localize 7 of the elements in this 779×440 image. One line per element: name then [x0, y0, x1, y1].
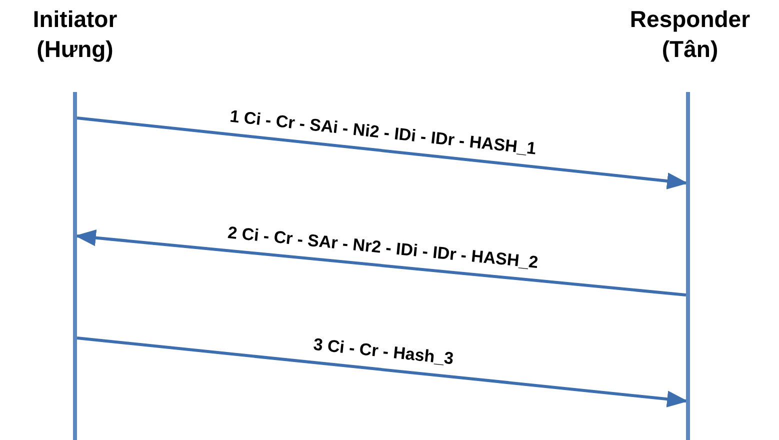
participant-heading: Initiator (Hưng)	[0, 4, 150, 66]
lifeline	[73, 92, 77, 440]
arrow	[74, 229, 686, 296]
participant-heading: Responder (Tân)	[605, 4, 775, 66]
arrow	[76, 116, 688, 190]
arrow	[76, 336, 688, 408]
lifeline	[686, 92, 690, 440]
